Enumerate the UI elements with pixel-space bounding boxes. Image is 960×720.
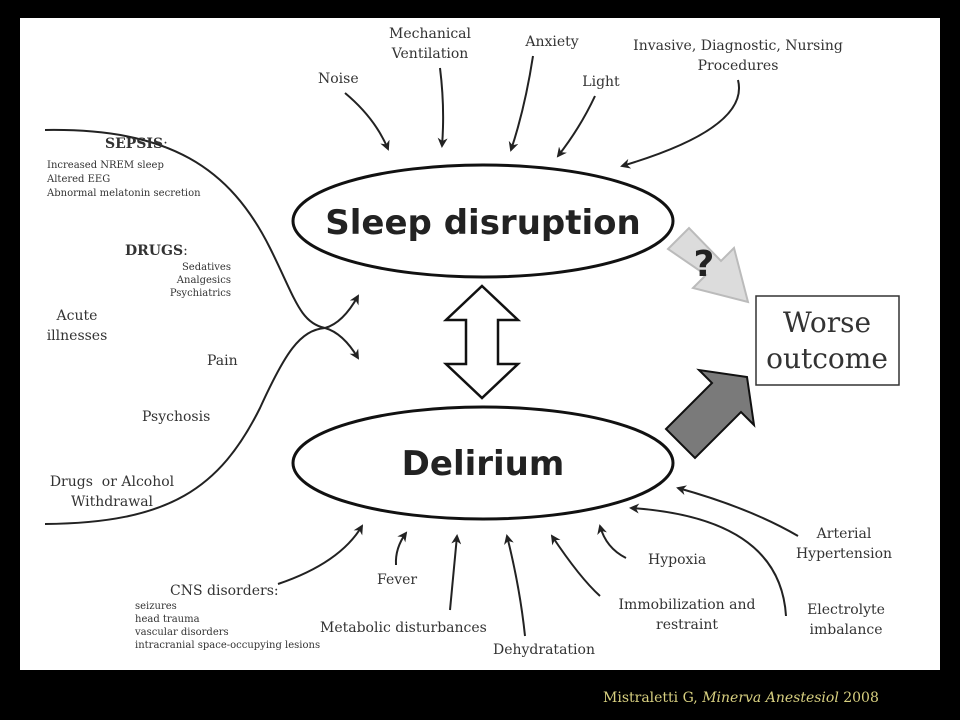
withdrawal-label-1: Drugs or Alcohol bbox=[50, 474, 175, 490]
drugs-item-2: Analgesics bbox=[176, 275, 231, 286]
cns-arrow bbox=[277, 524, 364, 585]
drugs-heading: DRUGS: bbox=[125, 243, 188, 259]
left-brace-upper bbox=[44, 128, 326, 329]
left-arrow-lower bbox=[324, 327, 360, 360]
sepsis-item-2: Altered EEG bbox=[46, 174, 110, 185]
anxiety-arrow bbox=[508, 55, 534, 152]
dehydration-label: Dehydratation bbox=[493, 642, 595, 658]
hypertension-label-1: Arterial bbox=[816, 526, 872, 542]
drugs-item-3: Psychiatrics bbox=[170, 288, 231, 299]
cns-item-4: intracranial space-occupying lesions bbox=[135, 640, 320, 651]
drugs-item-1: Sedatives bbox=[182, 262, 231, 273]
immobilization-label-2: restraint bbox=[656, 617, 718, 633]
fever-arrow bbox=[394, 531, 408, 566]
fever-label: Fever bbox=[377, 572, 417, 588]
cns-item-1: seizures bbox=[135, 601, 177, 612]
mech-vent-label-1: Mechanical bbox=[389, 26, 472, 42]
citation: Mistraletti G, Minerva Anestesiol 2008 bbox=[603, 690, 879, 706]
left-brace-lower bbox=[44, 327, 326, 525]
acute-illnesses-label-1: Acute bbox=[56, 308, 98, 324]
hypertension-label-2: Hypertension bbox=[796, 546, 892, 562]
delirium-ellipse bbox=[291, 405, 675, 521]
sepsis-heading: SEPSIS: bbox=[105, 136, 168, 152]
citation-journal: Minerva Anestesiol bbox=[702, 690, 839, 706]
psychosis-label: Psychosis bbox=[142, 409, 210, 425]
sepsis-item-3: Abnormal melatonin secretion bbox=[46, 188, 201, 199]
hypoxia-arrow bbox=[597, 524, 627, 559]
withdrawal-label-2: Withdrawal bbox=[71, 494, 154, 510]
metabolic-arrow bbox=[449, 534, 462, 611]
noise-label: Noise bbox=[318, 71, 359, 87]
citation-year: 2008 bbox=[838, 690, 879, 706]
worse-outcome-line2: outcome bbox=[766, 342, 888, 375]
light-label: Light bbox=[582, 74, 620, 90]
procedures-label-1: Invasive, Diagnostic, Nursing bbox=[633, 38, 843, 54]
diagram-panel: Sleep disruption Delirium ? Worse outcom… bbox=[20, 18, 940, 670]
pain-label: Pain bbox=[207, 353, 238, 369]
electrolyte-arrow bbox=[629, 503, 787, 617]
noise-arrow bbox=[344, 92, 390, 151]
delirium-label: Delirium bbox=[402, 444, 565, 484]
mech-vent-label-2: Ventilation bbox=[391, 46, 469, 62]
procedures-arrow bbox=[620, 79, 740, 169]
diagram-svg: Sleep disruption Delirium ? Worse outcom… bbox=[44, 26, 900, 658]
mech-vent-arrow bbox=[437, 67, 448, 148]
sleep-disruption-ellipse bbox=[291, 163, 675, 279]
uncertain-arrow: ? bbox=[666, 226, 750, 304]
question-mark: ? bbox=[694, 244, 715, 285]
procedures-label-2: Procedures bbox=[698, 58, 779, 74]
cns-label: CNS disorders: bbox=[170, 583, 279, 599]
left-arrow-upper bbox=[324, 294, 359, 329]
electrolyte-label-1: Electrolyte bbox=[807, 602, 885, 618]
anxiety-label: Anxiety bbox=[524, 34, 578, 50]
delirium-outcome-arrow bbox=[664, 368, 756, 460]
electrolyte-label-2: imbalance bbox=[809, 622, 882, 638]
sleep-disruption-label: Sleep disruption bbox=[325, 203, 640, 243]
sepsis-item-1: Increased NREM sleep bbox=[47, 160, 164, 171]
immobilization-arrow bbox=[550, 534, 601, 597]
immobilization-label-1: Immobilization and bbox=[619, 597, 756, 613]
bidirectional-arrow bbox=[442, 284, 522, 400]
acute-illnesses-label-2: illnesses bbox=[47, 328, 108, 344]
worse-outcome-line1: Worse bbox=[783, 306, 871, 339]
light-arrow bbox=[556, 95, 596, 158]
dehydration-arrow bbox=[504, 534, 526, 637]
worse-outcome-box bbox=[755, 295, 900, 386]
hypertension-arrow bbox=[676, 485, 799, 537]
cns-item-3: vascular disorders bbox=[134, 627, 229, 638]
hypoxia-label: Hypoxia bbox=[648, 552, 706, 568]
metabolic-label: Metabolic disturbances bbox=[320, 620, 487, 636]
cns-item-2: head trauma bbox=[135, 614, 200, 625]
citation-author: Mistraletti G, bbox=[603, 690, 703, 706]
